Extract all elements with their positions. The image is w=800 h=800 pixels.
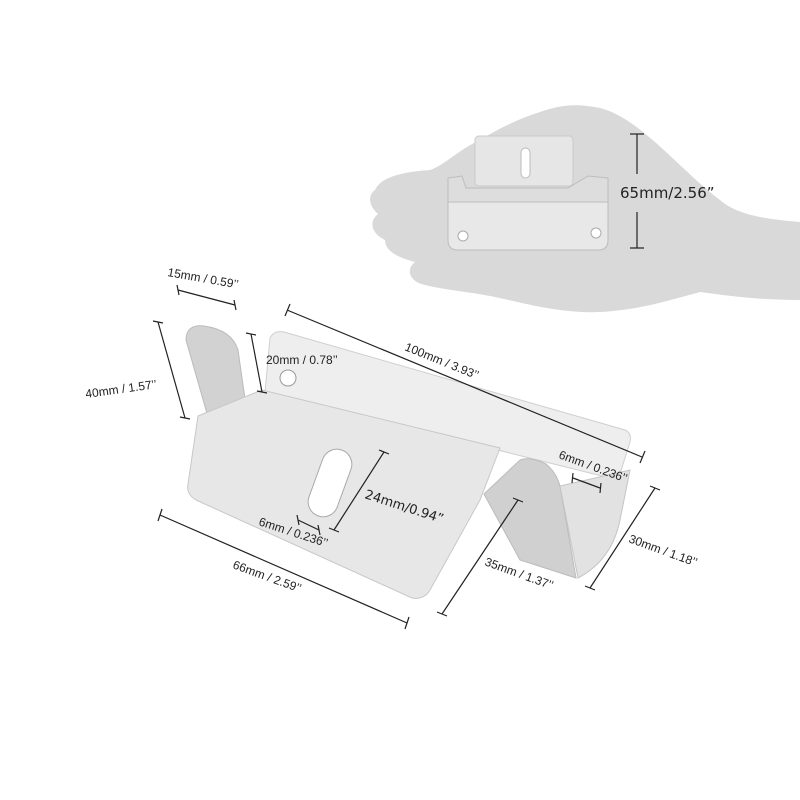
dimension-lines [152,284,661,630]
label-base-width: 66mm / 2.59’’ [231,558,303,596]
bracket-small-photo [447,135,609,251]
label-tab-height: 40mm / 1.57’’ [84,377,157,401]
bracket-main-render [185,325,631,599]
hand-height-label: 65mm/2.56” [620,184,715,202]
hand-height-dimension: 65mm/2.56” [620,133,715,249]
label-flange-height: 30mm / 1.18’’ [627,532,699,570]
label-hole-offset: 20mm / 0.78’’ [266,353,338,367]
